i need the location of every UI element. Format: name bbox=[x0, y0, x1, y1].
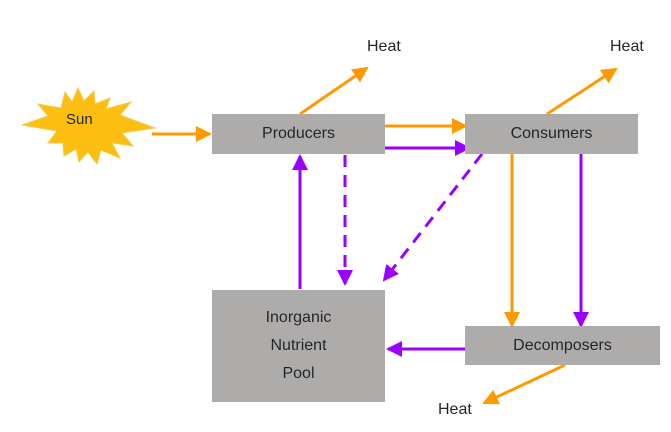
arrow-decomposers-to-heat bbox=[482, 363, 566, 405]
consumers-box: Consumers bbox=[465, 114, 638, 154]
consumers-label: Consumers bbox=[510, 125, 593, 142]
pool-label-line1: Inorganic bbox=[265, 309, 332, 326]
heat-label-consumers: Heat bbox=[610, 38, 644, 55]
decomposers-label: Decomposers bbox=[513, 336, 612, 354]
producers-box: Producers bbox=[212, 114, 385, 154]
arrow-producers-to-heat bbox=[299, 66, 369, 116]
heat-label-producers: Heat bbox=[367, 38, 401, 55]
producers-label: Producers bbox=[262, 125, 335, 142]
decomposers-box: Decomposers bbox=[465, 326, 660, 365]
arrow-consumers-to-heat bbox=[546, 67, 618, 116]
sun-shape bbox=[21, 86, 157, 166]
pool-label-line2: Nutrient bbox=[270, 337, 327, 354]
inorganic-nutrient-pool-box: Inorganic Nutrient Pool bbox=[212, 290, 385, 402]
pool-label-line3: Pool bbox=[282, 365, 315, 382]
heat-label-decomposers: Heat bbox=[438, 401, 472, 418]
arrow-consumers-to-pool-dashed bbox=[382, 153, 484, 282]
sun-label: Sun bbox=[66, 111, 93, 128]
